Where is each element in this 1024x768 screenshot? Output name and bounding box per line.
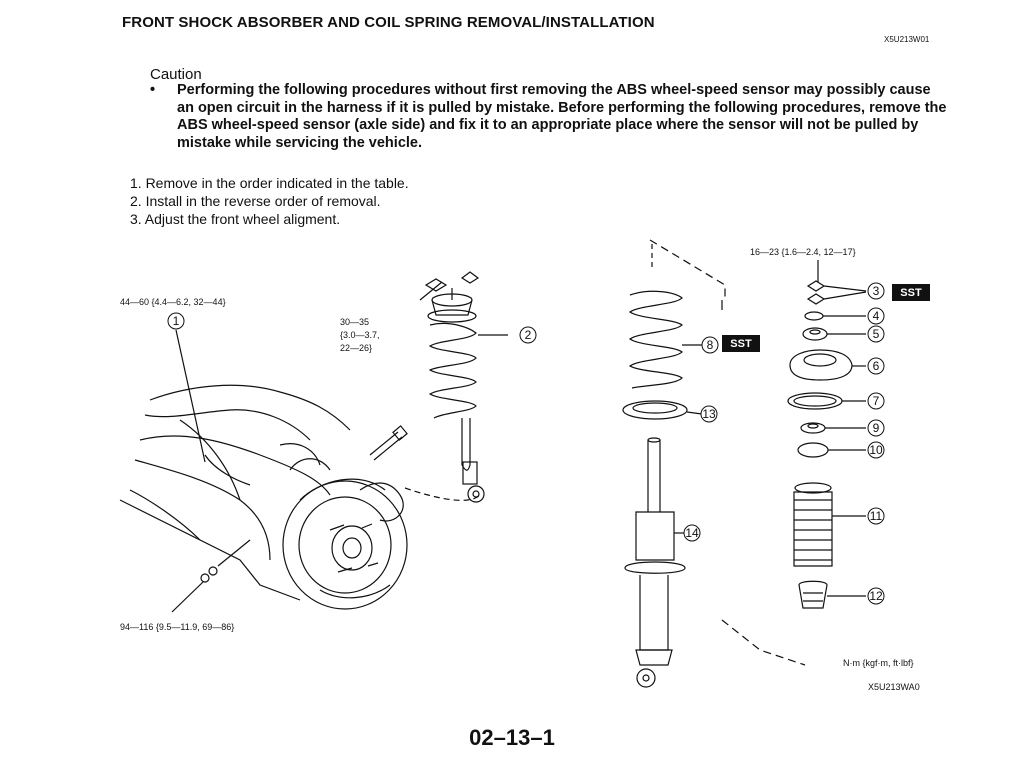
torque-label-2a: 30—35 <box>340 317 369 327</box>
document-code: X5U213W01 <box>884 35 930 44</box>
callout-circle-11 <box>867 507 885 525</box>
procedure-steps: 1. Remove in the order indicated in the … <box>130 174 409 228</box>
page-title: FRONT SHOCK ABSORBER AND COIL SPRING REM… <box>122 14 655 31</box>
step-1: 1. Remove in the order indicated in the … <box>130 175 409 191</box>
callout-6: 6 <box>873 359 880 373</box>
sst-badge-nut: SST <box>900 287 922 299</box>
sst-badge-bg-nut <box>892 284 930 301</box>
callout-circle-3 <box>867 282 885 300</box>
callout-circle-13 <box>700 405 718 423</box>
callout-1: 1 <box>173 314 180 328</box>
caution-text-block: • Performing the following procedures wi… <box>150 82 950 152</box>
callout-10: 10 <box>869 443 883 457</box>
callout-14: 14 <box>685 526 699 540</box>
torque-units: N·m {kgf·m, ft·lbf} <box>843 658 914 668</box>
callout-8: 8 <box>707 338 714 352</box>
callout-circle-4 <box>867 307 885 325</box>
step-3: 3. Adjust the front wheel aligment. <box>130 211 341 227</box>
callout-circle-14 <box>683 524 701 542</box>
torque-label-2b: {3.0—3.7, <box>340 330 380 340</box>
figure-code: X5U213WA0 <box>868 682 920 692</box>
torque-label-3: 94—116 {9.5—11.9, 69—86} <box>120 622 234 632</box>
callout-circle-5 <box>867 325 885 343</box>
callout-circle-6 <box>867 357 885 375</box>
callout-circle-2 <box>519 326 537 344</box>
sst-badge-spring: SST <box>730 338 752 350</box>
step-2: 2. Install in the reverse order of remov… <box>130 193 381 209</box>
callout-12: 12 <box>869 589 883 603</box>
caution-bullet: • <box>150 82 156 98</box>
torque-label-1: 44—60 {4.4—6.2, 32—44} <box>120 297 226 307</box>
callout-7: 7 <box>873 394 880 408</box>
callout-circle-12 <box>867 587 885 605</box>
callout-circle-10 <box>867 441 885 459</box>
torque-label-4: 16—23 {1.6—2.4, 12—17} <box>750 247 856 257</box>
callout-circle-1 <box>167 312 185 330</box>
callout-5: 5 <box>873 327 880 341</box>
callout-9: 9 <box>873 421 880 435</box>
callout-11: 11 <box>870 509 883 523</box>
caution-text: Performing the following procedures with… <box>177 82 947 151</box>
caution-heading: Caution <box>150 66 202 83</box>
callout-4: 4 <box>873 309 880 323</box>
callout-circle-8 <box>701 336 719 354</box>
callout-2: 2 <box>525 328 532 342</box>
callout-13: 13 <box>702 407 716 421</box>
callout-3: 3 <box>873 284 880 298</box>
callout-circle-9 <box>867 419 885 437</box>
torque-label-2c: 22—26} <box>340 343 372 353</box>
sst-badge-bg-spring <box>722 335 760 352</box>
callout-circle-7 <box>867 392 885 410</box>
page-number: 02–13–1 <box>469 725 555 750</box>
